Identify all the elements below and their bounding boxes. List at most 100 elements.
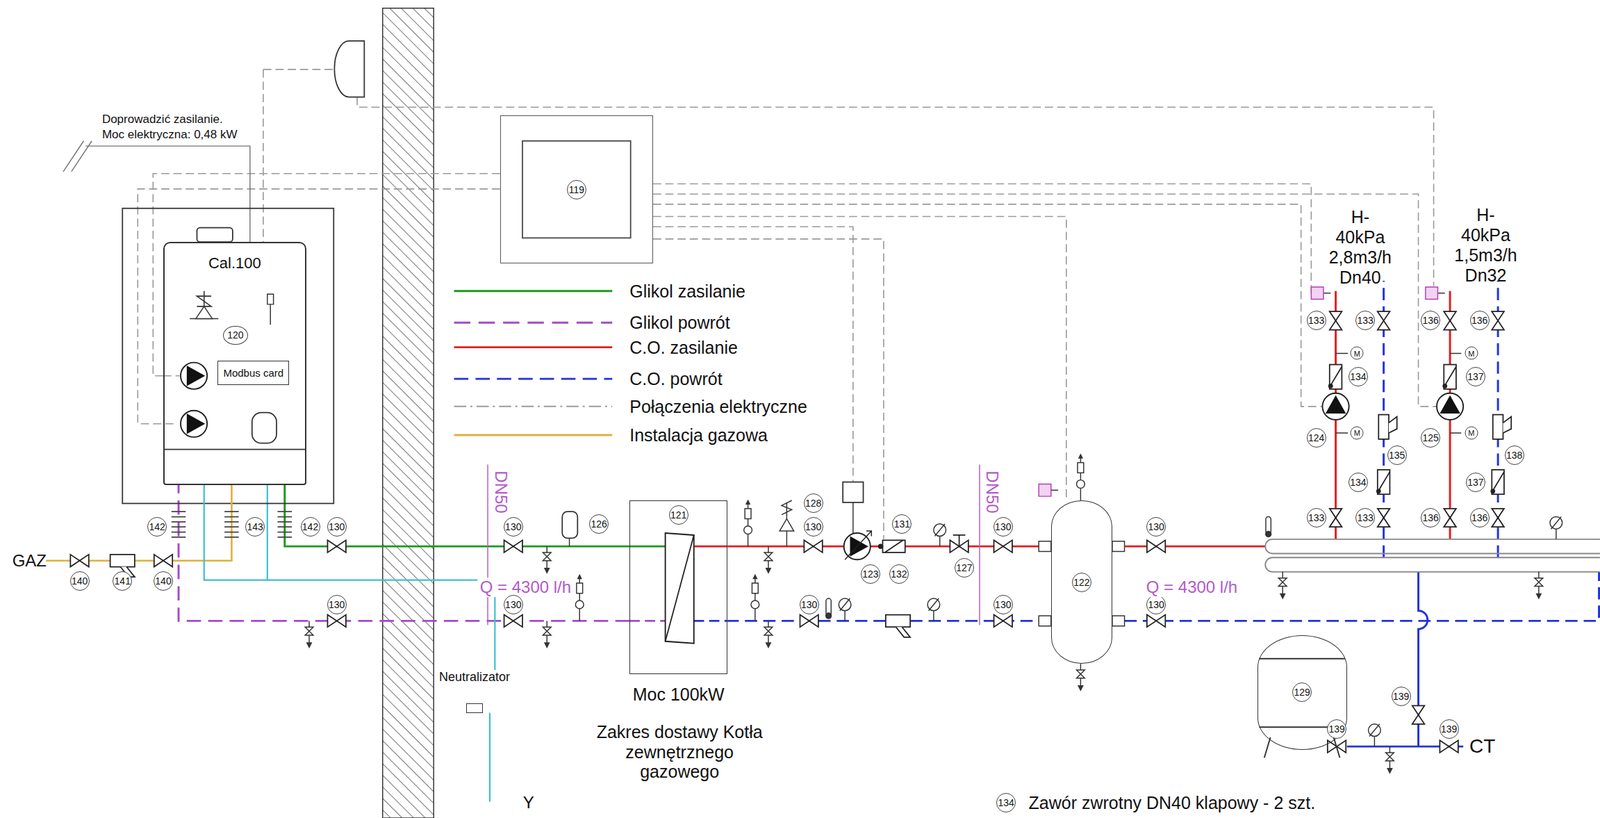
heating-fittings bbox=[803, 539, 822, 553]
branch-fittings bbox=[1493, 414, 1512, 440]
callout-number: 129 bbox=[1292, 682, 1312, 702]
node-text: Modbus card bbox=[223, 366, 284, 379]
callout-number: 130 bbox=[993, 594, 1013, 615]
expansion-fittings bbox=[1412, 705, 1425, 724]
branch-fittings bbox=[1310, 286, 1512, 527]
distribution-pipes bbox=[1124, 571, 1600, 622]
condensate-line bbox=[204, 484, 268, 581]
distribution-pipes bbox=[1265, 557, 1600, 572]
manifold-fittings bbox=[1265, 516, 1272, 538]
glycol-fittings bbox=[562, 511, 578, 538]
callout-number: 130 bbox=[993, 516, 1013, 537]
branch-fittings bbox=[1328, 364, 1343, 390]
callout-number: 132 bbox=[889, 564, 909, 584]
node-text: 120 bbox=[227, 329, 244, 341]
boiler-internals bbox=[180, 362, 208, 390]
manifold-fittings bbox=[1147, 539, 1166, 553]
heating-fittings bbox=[878, 539, 906, 553]
callout-number: 122 bbox=[1071, 572, 1092, 592]
callout-number: 142 bbox=[147, 516, 167, 537]
dimension-lines bbox=[978, 464, 980, 626]
callout-number: 140 bbox=[153, 571, 173, 591]
motor-mark: M bbox=[1350, 346, 1364, 360]
electrical-wires bbox=[163, 375, 180, 377]
boiler-internals bbox=[195, 306, 213, 319]
distribution-pipes bbox=[1124, 280, 1600, 747]
heating-fittings bbox=[800, 614, 819, 628]
note-text: CT bbox=[1469, 735, 1496, 758]
expansion-fittings bbox=[1368, 723, 1382, 747]
callout-number: 143 bbox=[245, 516, 265, 537]
callout-number: 134 bbox=[1348, 472, 1368, 492]
modbus-card: Modbus card bbox=[217, 360, 290, 385]
callout-number: 126 bbox=[589, 514, 609, 534]
condensate-pipe bbox=[267, 484, 496, 670]
heat-exchanger: 121Moc 100kW bbox=[629, 500, 728, 674]
heating-fittings bbox=[786, 530, 788, 547]
glycol-fittings bbox=[304, 511, 584, 649]
branch-fittings bbox=[1491, 311, 1505, 330]
tank-fittings bbox=[1112, 615, 1125, 626]
legend-text: C.O. zasilanie bbox=[629, 336, 738, 358]
glycol-fittings bbox=[327, 614, 346, 628]
callout-number: 130 bbox=[1146, 594, 1166, 615]
callout-circle: 120 bbox=[223, 325, 248, 346]
dimension-label: DN50 bbox=[491, 469, 511, 515]
electrical-wires bbox=[263, 69, 337, 242]
callout-number: 130 bbox=[327, 594, 347, 615]
legend-samples bbox=[454, 345, 613, 349]
exchanger-internals bbox=[694, 545, 728, 548]
glycol-fittings bbox=[504, 614, 523, 628]
power-supply bbox=[63, 141, 251, 242]
exchanger-internals bbox=[694, 619, 728, 622]
legend-text: Glikol powrót bbox=[629, 312, 731, 333]
flow-label: Q = 4300 l/h bbox=[477, 577, 574, 597]
callout-number: 125 bbox=[1420, 427, 1441, 448]
legend-samples bbox=[454, 377, 613, 381]
legend-samples bbox=[454, 405, 613, 408]
callout-number: 140 bbox=[70, 571, 90, 591]
heating-fittings bbox=[953, 534, 966, 547]
flex-hoses bbox=[171, 511, 187, 538]
callout-number: 127 bbox=[954, 557, 975, 578]
note-text: Moc elektryczna: 0,48 kW bbox=[102, 127, 238, 142]
callout-number: 139 bbox=[1326, 719, 1347, 739]
note-text: Doprowadzić zasilanie. bbox=[102, 112, 224, 127]
note-text: Zakres dostawy Kotła zewnętrznego gazowe… bbox=[591, 721, 769, 782]
callout-number: 136 bbox=[1420, 507, 1441, 528]
glycol-fittings bbox=[542, 546, 551, 574]
gas-line bbox=[70, 554, 89, 567]
boiler-enclosure bbox=[122, 208, 334, 504]
glycol-fittings bbox=[304, 620, 314, 649]
callout-number: 138 bbox=[1504, 445, 1525, 465]
heating-fittings bbox=[927, 598, 940, 621]
exchanger-internals bbox=[665, 532, 695, 644]
flex-hoses bbox=[171, 511, 292, 538]
control-wire bbox=[152, 173, 500, 376]
callout-number: 139 bbox=[1391, 686, 1412, 706]
tank-fittings bbox=[1038, 484, 1059, 497]
expansion-fittings bbox=[1258, 658, 1345, 758]
branch-fittings bbox=[1377, 508, 1391, 527]
flex-hoses bbox=[277, 511, 293, 538]
distribution-pipes bbox=[1335, 291, 1451, 540]
edge-group bbox=[152, 173, 1067, 670]
legend-samples bbox=[454, 321, 613, 324]
heating-fittings bbox=[885, 614, 911, 638]
branch-fittings bbox=[1490, 469, 1505, 494]
callout-number: 134 bbox=[1348, 366, 1368, 387]
boiler-internals bbox=[267, 293, 274, 325]
heating-fittings bbox=[838, 598, 852, 621]
tank-fittings bbox=[1076, 663, 1086, 692]
manifold-fittings bbox=[1147, 516, 1563, 628]
boiler-internals bbox=[180, 410, 208, 437]
motor-mark: M bbox=[1464, 346, 1478, 360]
callout-number: 136 bbox=[1470, 507, 1490, 528]
heating-fittings bbox=[844, 530, 872, 560]
wall bbox=[382, 8, 434, 818]
legend-text: Połączenia elektryczne bbox=[629, 396, 808, 417]
note-text: Zawór zwrotny DN40 klapowy - 2 szt. bbox=[1028, 792, 1316, 813]
branch-fittings bbox=[1335, 352, 1462, 433]
heating-fittings bbox=[994, 539, 1013, 553]
callout-number: 130 bbox=[803, 516, 824, 537]
